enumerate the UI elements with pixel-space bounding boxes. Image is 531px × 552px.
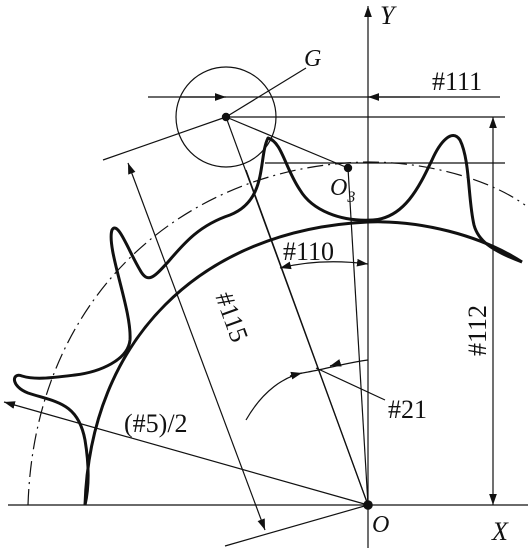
line-o-to-o3 [347,167,369,506]
dim-115-ext [224,504,369,547]
origin-label: O [372,512,389,538]
dim-5-label: (#5)/2 [124,409,188,438]
root-circle-arc [83,220,523,506]
dim-115-label: #115 [209,288,254,346]
dim-21-label: #21 [388,395,427,424]
dim-21-arrow-b [329,359,342,367]
line-g-to-o3 [225,116,349,169]
dim-112-label: #112 [463,305,492,356]
dim-21-leader [315,367,386,401]
pitch-circle-arc [27,161,526,506]
dim-115-line [127,162,266,531]
line-o-radial [245,169,369,506]
line-g-lower [102,116,227,161]
dim-21-arc [245,359,369,421]
line-g-upper [225,67,307,118]
y-axis-label: Y [380,1,397,30]
dim-21-arrow-a [289,371,303,380]
point-o3-dot [343,163,353,173]
x-axis-label: X [491,517,509,546]
dim-110-label: #110 [283,237,334,266]
dim-110-arc [279,258,369,270]
dim-111-label: #111 [432,67,482,96]
point-o3-label: O3 [330,175,355,206]
dim-5-line [3,401,369,506]
point-o3-subscript: 3 [346,189,355,206]
point-g-label: G [304,46,321,72]
